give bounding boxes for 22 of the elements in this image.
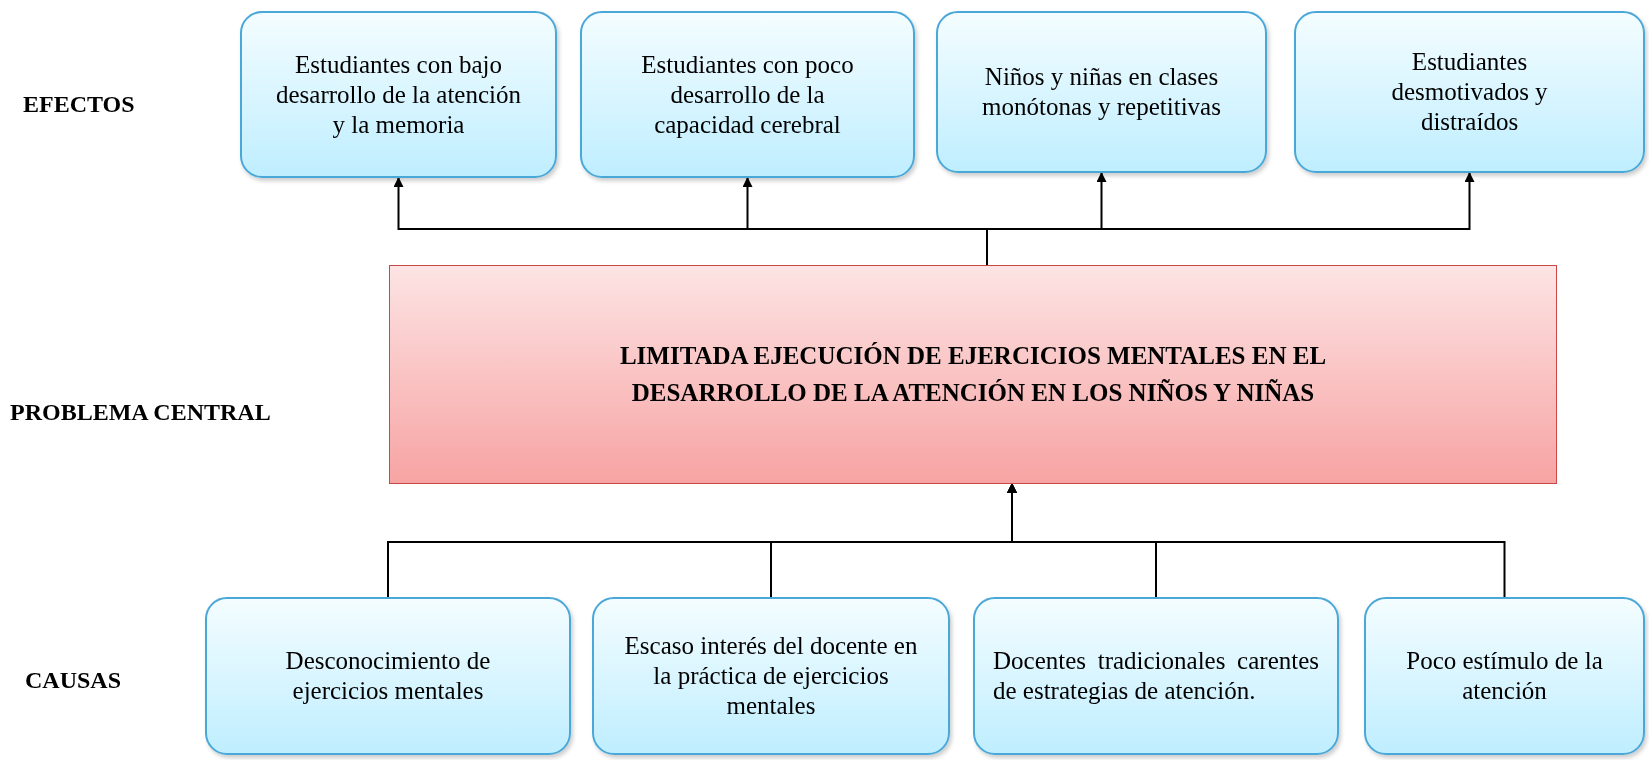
cause-box	[205, 597, 571, 755]
problem-box	[389, 265, 1557, 484]
node-text: LIMITADA EJECUCIÓN DE EJERCICIOS MENTALES EN EL DESARROLLO DE LA ATENCIÓN EN LOS NIÑOS Y NIÑAS	[618, 341, 1328, 408]
row-heading: EFECTOS	[23, 91, 135, 118]
cause-box	[1364, 597, 1645, 755]
cause-box	[973, 597, 1339, 755]
arrow	[1007, 483, 1506, 598]
node-text: Desconocimiento de ejercicios mentales	[284, 646, 492, 706]
effect-box	[936, 11, 1267, 173]
cause-box	[592, 597, 950, 755]
node-text: Estudiantes desmotivados y distraídos	[1390, 47, 1549, 137]
node-text: Niños y niñas en clases monótonas y repetitivas	[981, 62, 1222, 122]
effect-box	[240, 11, 557, 178]
node-text: Docentes tradicionales carentes de estrategias de atención.	[993, 646, 1319, 706]
row-heading: PROBLEMA CENTRAL	[10, 399, 271, 426]
node-text: Poco estímulo de la atención	[1405, 646, 1604, 706]
node-text: Estudiantes con poco desarrollo de la capacidad cerebral	[640, 49, 855, 140]
node-text: Escaso interés del docente en la práctica de ejercicios mentales	[624, 631, 918, 721]
node-text: Estudiantes con bajo desarrollo de la atención y la memoria	[274, 49, 522, 140]
row-heading: CAUSAS	[25, 667, 122, 694]
effect-box	[580, 11, 915, 178]
effect-box	[1294, 11, 1645, 173]
